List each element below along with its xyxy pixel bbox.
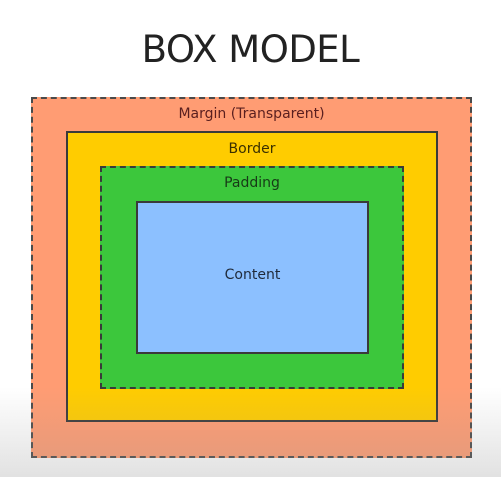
border-label: Border — [228, 141, 276, 157]
margin-label: Margin (Transparent) — [178, 106, 325, 122]
padding-label: Padding — [224, 175, 280, 191]
content-label: Content — [224, 267, 281, 283]
diagram-title: BOX MODEL — [141, 28, 360, 71]
content-box: Content — [136, 201, 369, 354]
